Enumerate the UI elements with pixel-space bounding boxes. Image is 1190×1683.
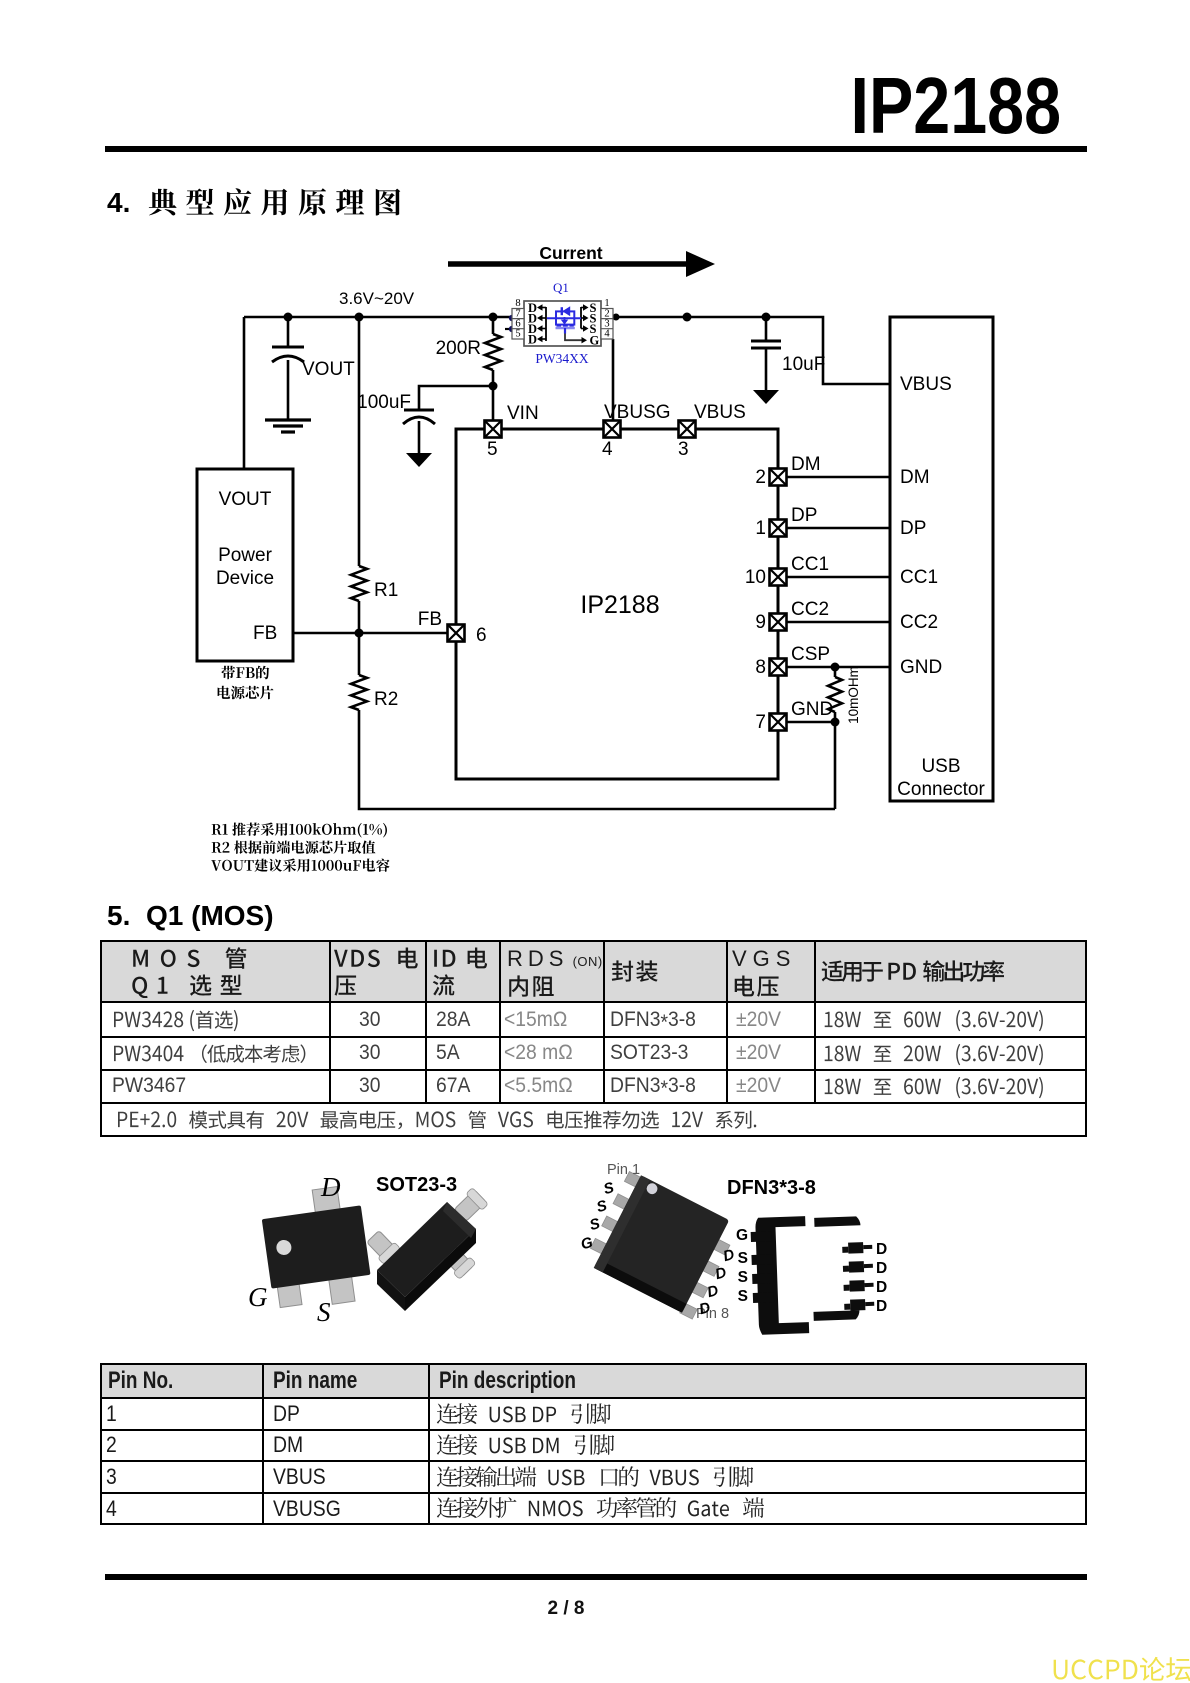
- svg-text:DP: DP: [791, 505, 817, 526]
- svg-text:1: 1: [755, 518, 766, 539]
- svg-text:3.6V~20V: 3.6V~20V: [339, 289, 415, 308]
- svg-text:G: G: [579, 1234, 595, 1254]
- svg-text:7: 7: [515, 309, 520, 320]
- svg-text:6: 6: [476, 625, 487, 646]
- svg-text:CC2: CC2: [900, 612, 938, 633]
- svg-text:DP: DP: [900, 518, 926, 539]
- svg-text:Current: Current: [539, 243, 602, 263]
- svg-text:G: G: [736, 1227, 748, 1244]
- svg-text:7: 7: [755, 712, 766, 733]
- svg-text:VOUT: VOUT: [219, 489, 272, 510]
- svg-text:2: 2: [755, 467, 766, 488]
- svg-text:D: D: [528, 301, 537, 315]
- svg-text:S: S: [595, 1197, 609, 1216]
- svg-text:DFN3*3-8: DFN3*3-8: [727, 1177, 816, 1199]
- svg-text:10uF: 10uF: [782, 354, 825, 375]
- svg-text:Pin 1: Pin 1: [607, 1162, 640, 1178]
- svg-text:D: D: [721, 1246, 736, 1265]
- svg-text:FB: FB: [253, 623, 277, 644]
- svg-text:GND: GND: [900, 657, 942, 678]
- svg-text:D: D: [876, 1260, 887, 1277]
- svg-text:8: 8: [755, 657, 766, 678]
- svg-text:8: 8: [515, 298, 520, 309]
- svg-text:FB: FB: [418, 609, 442, 630]
- svg-text:VBUSG: VBUSG: [604, 402, 671, 423]
- svg-text:USB: USB: [921, 756, 960, 777]
- svg-text:CC1: CC1: [900, 567, 938, 588]
- svg-text:D: D: [705, 1282, 720, 1301]
- svg-text:S: S: [738, 1269, 748, 1286]
- svg-text:G: G: [248, 1282, 268, 1312]
- svg-text:1: 1: [604, 298, 609, 309]
- svg-text:Connector: Connector: [897, 779, 985, 800]
- svg-text:R1: R1: [374, 580, 398, 601]
- svg-text:D: D: [528, 333, 537, 347]
- svg-text:VOUT: VOUT: [302, 359, 355, 380]
- svg-text:GND: GND: [791, 699, 833, 720]
- svg-text:CSP: CSP: [791, 644, 830, 665]
- svg-text:S: S: [588, 1215, 602, 1234]
- svg-text:3: 3: [604, 319, 609, 330]
- svg-text:DM: DM: [791, 454, 821, 475]
- svg-text:G: G: [590, 334, 600, 348]
- svg-text:Pin 8: Pin 8: [696, 1306, 729, 1322]
- svg-text:Power: Power: [218, 545, 273, 566]
- svg-text:5: 5: [487, 439, 498, 460]
- svg-text:2: 2: [604, 309, 609, 320]
- svg-text:Q1: Q1: [553, 280, 569, 295]
- svg-text:S: S: [590, 301, 597, 315]
- svg-text:VBUS: VBUS: [694, 402, 746, 423]
- svg-text:CC2: CC2: [791, 599, 829, 620]
- svg-text:5: 5: [515, 329, 520, 340]
- svg-text:D: D: [876, 1298, 887, 1315]
- svg-text:D: D: [320, 1172, 341, 1202]
- svg-text:10: 10: [745, 567, 766, 588]
- svg-text:D: D: [528, 312, 537, 326]
- svg-text:S: S: [317, 1297, 331, 1327]
- svg-text:100uF: 100uF: [357, 392, 411, 413]
- svg-text:6: 6: [515, 319, 520, 330]
- svg-text:D: D: [528, 322, 537, 336]
- svg-text:D: D: [876, 1241, 887, 1258]
- svg-text:9: 9: [755, 612, 766, 633]
- svg-text:R2: R2: [374, 689, 398, 710]
- svg-text:10mOHm: 10mOHm: [846, 666, 861, 724]
- svg-text:IP2188: IP2188: [580, 591, 659, 619]
- svg-text:200R: 200R: [436, 338, 481, 359]
- svg-text:4: 4: [604, 329, 610, 340]
- svg-text:CC1: CC1: [791, 554, 829, 575]
- svg-text:VBUS: VBUS: [900, 374, 952, 395]
- svg-text:VIN: VIN: [507, 403, 539, 424]
- svg-text:S: S: [590, 312, 597, 326]
- svg-text:D: D: [876, 1279, 887, 1296]
- svg-text:DM: DM: [900, 467, 930, 488]
- svg-text:S: S: [590, 322, 597, 336]
- svg-text:SOT23-3: SOT23-3: [376, 1174, 457, 1196]
- svg-text:PW34XX: PW34XX: [535, 351, 588, 366]
- svg-text:3: 3: [678, 439, 689, 460]
- svg-text:D: D: [697, 1299, 712, 1318]
- svg-text:S: S: [602, 1179, 616, 1198]
- svg-text:Device: Device: [216, 568, 274, 589]
- svg-text:S: S: [738, 1288, 748, 1305]
- svg-text:D: D: [713, 1264, 728, 1283]
- svg-text:S: S: [738, 1250, 748, 1267]
- svg-text:4: 4: [602, 439, 613, 460]
